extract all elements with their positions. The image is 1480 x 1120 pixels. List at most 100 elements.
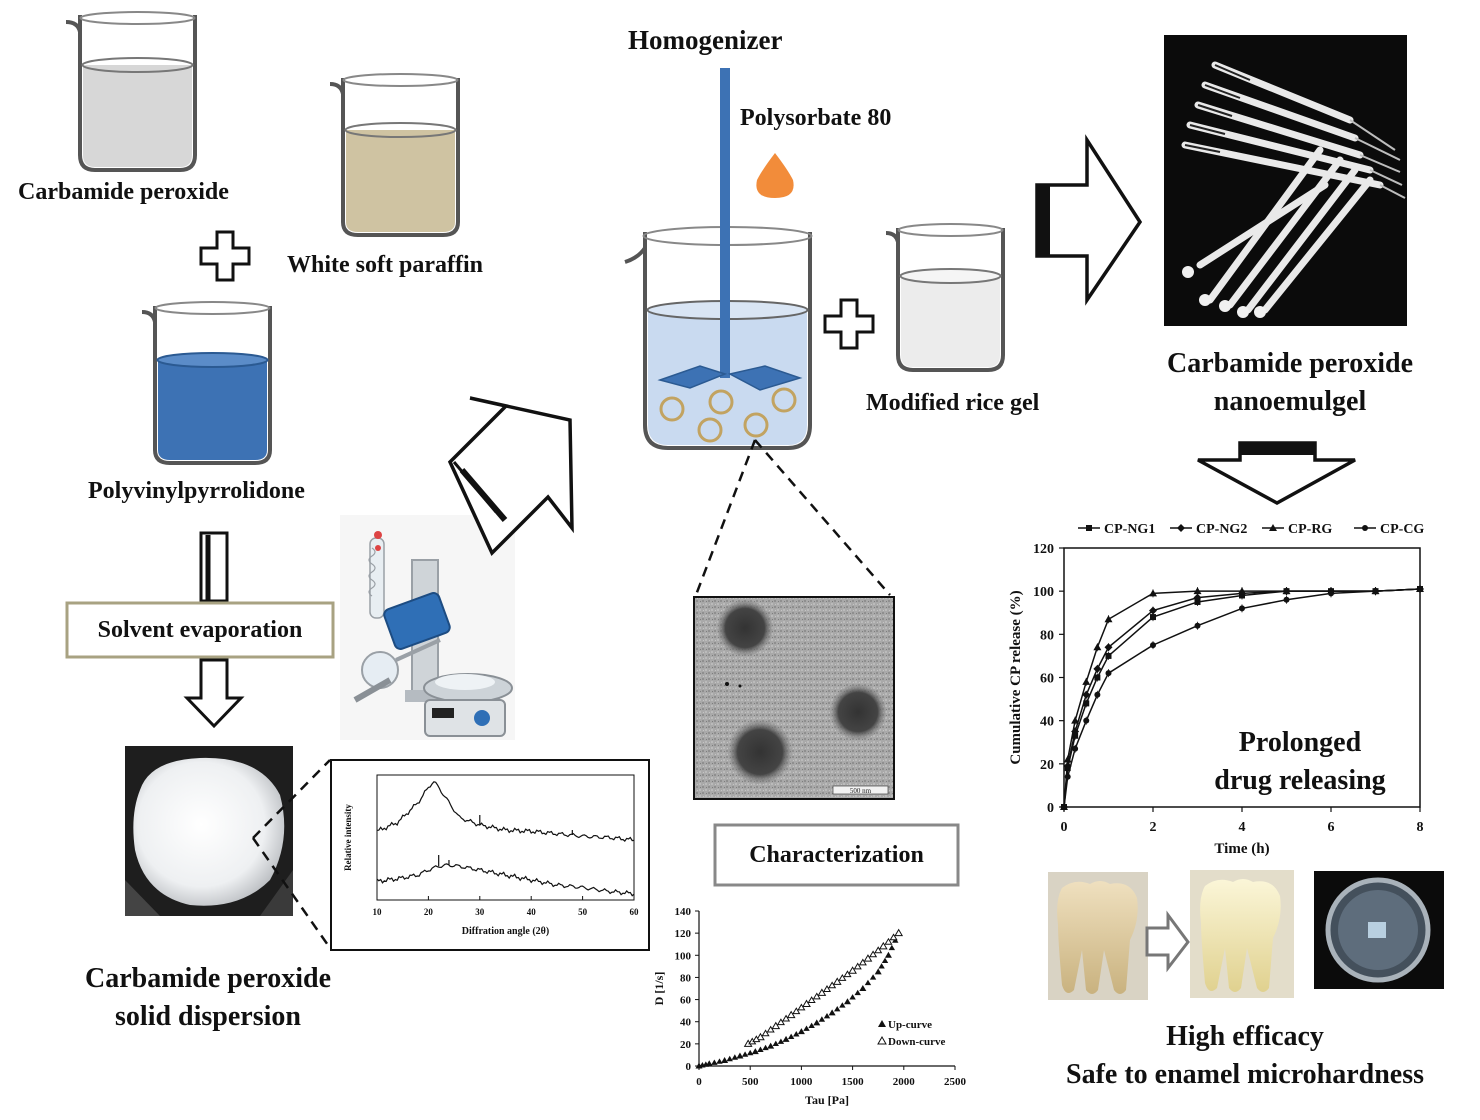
label-carbamide-peroxide: Carbamide peroxide xyxy=(18,179,229,205)
rheo-point xyxy=(881,957,889,964)
xrd-xtick-label: 10 xyxy=(373,907,383,917)
release-xtick-label: 0 xyxy=(1061,820,1068,835)
rheo-ytick-label: 100 xyxy=(675,950,692,962)
rheo-point xyxy=(858,958,867,966)
rheo-point xyxy=(793,1031,800,1037)
solid-dispersion-photo xyxy=(125,746,293,916)
label-solid-dispersion-2: solid dispersion xyxy=(115,1001,301,1032)
rheo-point xyxy=(807,996,816,1004)
rheo-point xyxy=(741,1051,749,1057)
release-xtick-label: 8 xyxy=(1417,820,1424,835)
release-xlabel: Time (h) xyxy=(1214,841,1269,857)
release-point xyxy=(1093,664,1102,673)
whitening-arrow-icon xyxy=(1145,910,1190,973)
release-ytick-label: 20 xyxy=(1040,758,1054,773)
release-point xyxy=(1238,587,1246,595)
release-point xyxy=(1193,593,1202,602)
rheo-point xyxy=(832,977,842,985)
xrd-xtick-label: 30 xyxy=(475,907,485,917)
beaker-carbamide-peroxide xyxy=(65,11,197,172)
release-ylabel: Cumulative CP release (%) xyxy=(1008,590,1024,764)
rheo-xtick-label: 0 xyxy=(696,1076,702,1088)
rheo-legend-marker xyxy=(878,1020,886,1027)
release-point xyxy=(1094,674,1101,681)
rheo-point xyxy=(797,1028,805,1035)
rheo-ytick-label: 40 xyxy=(680,1017,692,1029)
rheo-point xyxy=(822,985,832,992)
release-point xyxy=(1072,732,1079,739)
label-solid-dispersion-1: Carbamide peroxide xyxy=(84,963,332,994)
release-legend-marker xyxy=(1086,525,1092,531)
release-point xyxy=(1104,643,1113,652)
rheo-xtick-label: 2500 xyxy=(944,1076,967,1088)
release-point xyxy=(1061,804,1067,810)
release-point xyxy=(1094,691,1101,698)
rheo-point xyxy=(766,1025,775,1033)
beaker-white-soft-paraffin xyxy=(329,73,460,237)
rheo-ylabel: D [1/s] xyxy=(652,972,666,1006)
rheo-point xyxy=(823,1012,831,1019)
release-point xyxy=(1072,745,1079,752)
xrd-xtick-label: 40 xyxy=(527,907,537,917)
rotary-evaporator-image xyxy=(340,515,515,740)
release-point xyxy=(1328,590,1334,597)
release-point xyxy=(1239,605,1245,612)
release-point xyxy=(1283,596,1290,603)
release-point xyxy=(1064,773,1071,780)
release-xtick-label: 6 xyxy=(1328,820,1335,835)
rheo-point xyxy=(771,1021,781,1030)
rheo-point xyxy=(702,1061,710,1067)
tem-image: 500 nm xyxy=(693,596,895,800)
rheo-point xyxy=(874,968,882,975)
rheo-xtick-label: 500 xyxy=(742,1076,759,1088)
rheo-point xyxy=(772,1040,779,1047)
label-efficacy-2: Safe to enamel microhardness xyxy=(1066,1059,1424,1090)
rheo-point xyxy=(757,1046,764,1052)
release-point xyxy=(1149,606,1157,615)
rheo-point xyxy=(828,981,837,989)
rheo-xtick-label: 2000 xyxy=(893,1076,916,1088)
release-point xyxy=(1194,622,1201,629)
rheo-point xyxy=(776,1018,785,1026)
rheo-point xyxy=(864,979,872,986)
rheo-point xyxy=(747,1049,754,1056)
label-polyvinylpyrrolidone: Polyvinylpyrrolidone xyxy=(88,478,305,504)
zoom-lines-tem xyxy=(694,439,891,596)
arrow-right xyxy=(1035,134,1143,306)
rheo-point xyxy=(736,1052,744,1059)
arrow-down-1 xyxy=(199,531,229,603)
rheo-point xyxy=(782,1035,790,1042)
label-characterization: Characterization xyxy=(718,828,955,882)
label-efficacy-1: High efficacy xyxy=(1166,1021,1324,1052)
rheo-point xyxy=(869,950,878,958)
rheo-point xyxy=(797,1003,806,1011)
release-legend-marker xyxy=(1177,524,1185,532)
rheo-point xyxy=(813,1019,821,1026)
rheo-point xyxy=(792,1007,801,1015)
rheo-point xyxy=(711,1059,718,1065)
arrow-down-2 xyxy=(183,658,245,729)
rheo-point xyxy=(894,928,904,937)
release-point xyxy=(1082,677,1091,685)
rheo-point xyxy=(848,966,857,974)
rheo-point xyxy=(878,963,885,969)
release-point xyxy=(1149,589,1157,597)
rheo-point xyxy=(781,1014,791,1022)
rheo-point xyxy=(849,994,856,1000)
rheo-point xyxy=(787,1033,795,1040)
rheo-point xyxy=(888,944,896,951)
rheo-ytick-label: 120 xyxy=(675,928,692,940)
arrow-up-right xyxy=(447,396,574,557)
xrd-xtick-label: 50 xyxy=(578,907,588,917)
label-prolonged-2: drug releasing xyxy=(1214,765,1386,796)
release-ytick-label: 80 xyxy=(1040,628,1054,643)
rheo-point xyxy=(818,1016,826,1022)
xrd-pattern-line xyxy=(376,781,635,842)
rheo-point xyxy=(884,937,893,945)
release-point xyxy=(1417,586,1423,593)
release-point xyxy=(1071,716,1080,724)
rheo-legend-marker xyxy=(877,1035,887,1045)
label-modified-rice-gel: Modified rice gel xyxy=(866,390,1040,416)
